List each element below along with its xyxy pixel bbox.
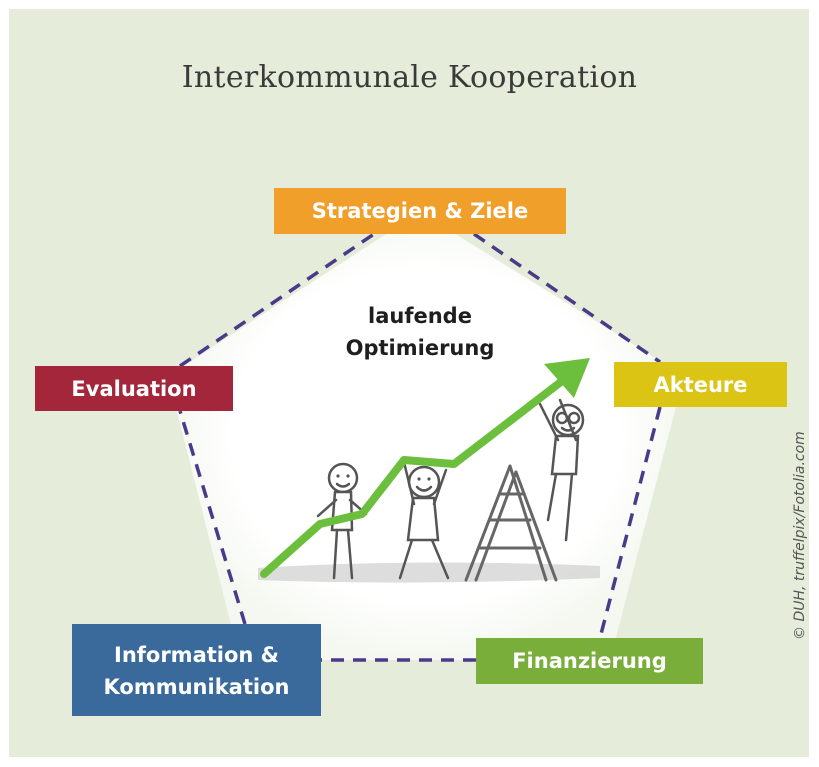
rising-arrow-shaft — [260, 374, 570, 578]
diagram-title: Interkommunale Kooperation — [181, 60, 638, 95]
pentagon-fill — [168, 212, 684, 660]
pentagon-edges — [178, 232, 662, 662]
edge-evaluation-strategien — [179, 232, 375, 368]
node-akteure: Akteure — [614, 362, 787, 407]
rising-arrow-head — [544, 358, 590, 398]
figure-right — [538, 398, 585, 542]
center-label: laufende Optimierung — [320, 300, 520, 364]
node-finanzierung: Finanzierung — [476, 638, 703, 684]
stick-figures-illustration — [258, 358, 600, 583]
ground-shadow — [258, 562, 600, 583]
node-evaluation: Evaluation — [35, 366, 233, 411]
node-strategien-ziele: Strategien & Ziele — [274, 188, 566, 234]
figure-middle — [398, 460, 450, 580]
edge-information-evaluation — [178, 410, 247, 625]
center-label-line1: laufende — [368, 304, 472, 328]
ladder — [464, 464, 558, 582]
image-credit: © DUH, truffelpix/Fotolia.com — [792, 431, 808, 640]
figure-left — [316, 462, 368, 580]
edge-strategien-akteure — [473, 232, 661, 364]
node-information-kommunikation: Information & Kommunikation — [72, 624, 321, 716]
edge-akteure-finanzierung — [598, 406, 662, 639]
center-label-line2: Optimierung — [345, 336, 495, 360]
